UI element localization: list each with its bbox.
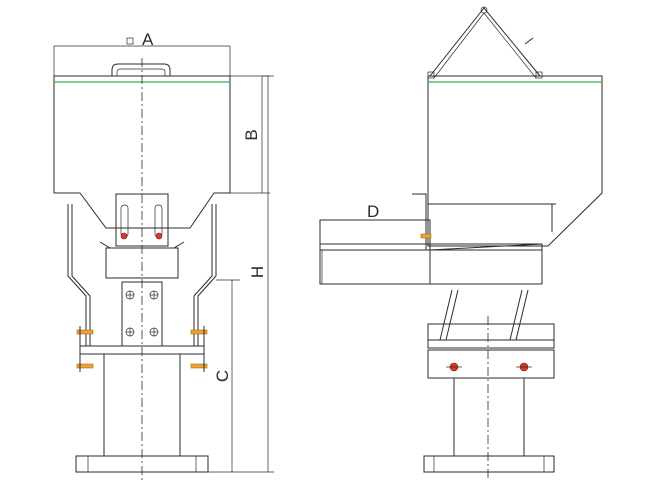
dimension-c: C (208, 279, 240, 473)
dimension-a-label: A (142, 30, 154, 49)
clamp-bolts (76, 326, 208, 372)
feed-tray (319, 219, 543, 285)
side-view: D (319, 6, 603, 480)
dimension-h-label: H (248, 266, 267, 278)
dimension-marker-icon (126, 37, 134, 45)
spring-supports (439, 289, 529, 341)
side-hopper-body (427, 75, 603, 247)
side-base-plate (427, 323, 555, 349)
side-base-foot (423, 455, 555, 473)
dimension-a: A (53, 30, 231, 80)
screw-icon (155, 232, 163, 240)
right-leg (193, 204, 217, 347)
lid-handle (111, 63, 171, 76)
open-lid (429, 7, 541, 77)
left-leg (67, 204, 91, 347)
screw-icon (120, 232, 128, 240)
hinge-icon (480, 6, 488, 14)
side-bracket (412, 193, 427, 250)
dimension-h: H (240, 75, 274, 473)
dimension-d: D (320, 202, 426, 221)
bolt-holes (125, 290, 159, 337)
dimension-b-label: B (242, 129, 261, 140)
dimension-d-label: D (367, 202, 379, 221)
front-view: A B (53, 30, 274, 480)
side-base-column (453, 377, 525, 457)
dimension-c-label: C (213, 370, 232, 382)
dimension-b: B (230, 75, 270, 194)
side-bolt (420, 233, 432, 239)
